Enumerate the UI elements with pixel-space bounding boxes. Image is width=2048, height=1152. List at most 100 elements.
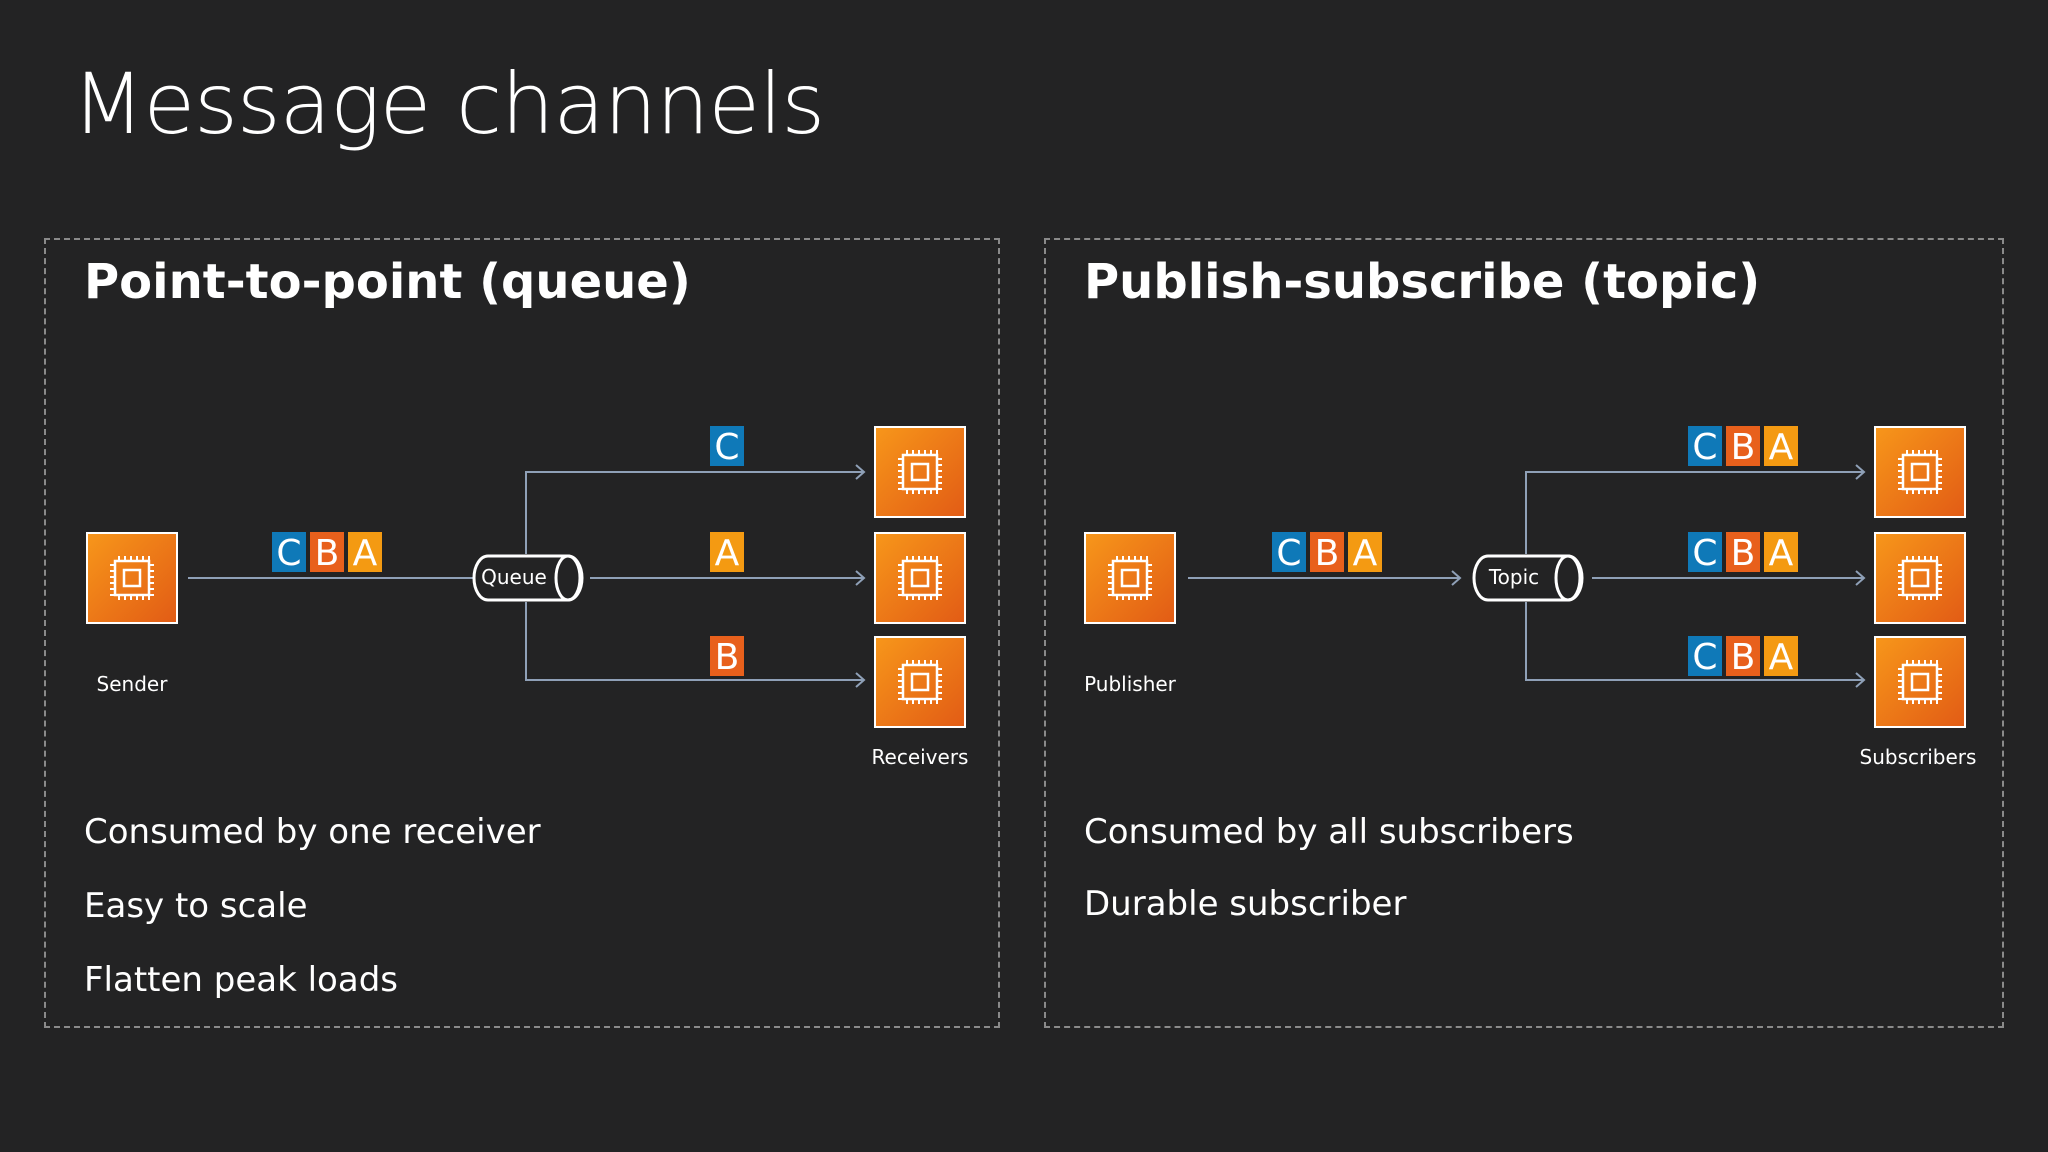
message-tile-c: C — [1688, 426, 1722, 468]
message-tile-a: A — [1764, 532, 1798, 574]
ec2-instance-chip-icon — [874, 532, 966, 624]
message-tile-bg — [710, 532, 744, 572]
bullet-item: Consumed by all subscribers — [1084, 812, 1574, 852]
message-letter: C — [1276, 533, 1301, 574]
ec2-instance-chip-icon — [874, 426, 966, 518]
message-letter: A — [1353, 533, 1378, 574]
sender-instance — [86, 532, 178, 624]
message-tile-bg — [710, 636, 744, 676]
message-tile-bg — [1726, 532, 1760, 572]
message-tile-bg — [1688, 636, 1722, 676]
arrowhead — [1855, 672, 1866, 688]
message-tile-c: C — [1272, 532, 1306, 574]
sender-label: Sender — [97, 672, 169, 696]
subscriber-instance-1 — [1874, 426, 1966, 518]
message-tile-c: C — [710, 426, 744, 468]
ec2-instance-chip-icon — [1084, 532, 1176, 624]
receiver-instance-2 — [874, 532, 966, 624]
bullet-item: Easy to scale — [84, 886, 308, 926]
queue-label: Queue — [481, 565, 547, 589]
topic-to-subscriber-3-line — [1525, 602, 1864, 681]
message-letter: A — [1769, 427, 1794, 468]
message-tile-bg — [1310, 532, 1344, 572]
page-title: Message channels — [72, 55, 825, 153]
cylinder-channel-icon — [472, 554, 584, 602]
message-letter: C — [1692, 637, 1717, 678]
message-tile-bg — [1348, 532, 1382, 572]
receiver-instance-1 — [874, 426, 966, 518]
bullet-item: Consumed by one receiver — [84, 812, 541, 852]
publisher-label: Publisher — [1084, 672, 1177, 696]
ec2-instance-chip-icon — [1874, 636, 1966, 728]
message-letter: C — [1692, 533, 1717, 574]
message-letter: B — [315, 533, 340, 574]
queue-to-receiver-3-line — [525, 602, 864, 681]
message-tile-bg — [272, 532, 306, 572]
bullet-item: Durable subscriber — [1084, 884, 1407, 924]
message-tile-a: A — [1764, 636, 1798, 678]
arrowhead — [855, 672, 866, 688]
queue-to-receiver-1-line — [525, 471, 864, 554]
bullet-item: Flatten peak loads — [84, 960, 398, 1000]
message-tile-bg — [1726, 636, 1760, 676]
cylinder-channel-icon — [1472, 554, 1584, 602]
topic-label: Topic — [1488, 565, 1539, 589]
message-tile-b: B — [1726, 636, 1760, 678]
message-tile-a: A — [1348, 532, 1382, 574]
topic-channel: Topic — [1472, 554, 1584, 602]
publisher-instance — [1084, 532, 1176, 624]
queue-channel: Queue — [472, 554, 584, 602]
message-tile-b: B — [1726, 426, 1760, 468]
message-tile-c: C — [1688, 532, 1722, 574]
message-letter: A — [1769, 637, 1794, 678]
subscribers-label: Subscribers — [1860, 745, 1977, 769]
message-tile-bg — [1726, 426, 1760, 466]
message-letter: A — [1769, 533, 1794, 574]
arrowhead — [1855, 464, 1866, 480]
receiver-2-message: A — [710, 532, 744, 574]
message-tile-a: A — [1764, 426, 1798, 468]
message-tile-b: B — [1310, 532, 1344, 574]
panel-heading: Publish-subscribe (topic) — [1084, 254, 1761, 310]
message-tile-bg — [1764, 426, 1798, 466]
ec2-instance-chip-icon — [1874, 532, 1966, 624]
message-letter: B — [715, 637, 740, 678]
publish-subscribe-panel: Publish-subscribe (topic) Publish — [1044, 238, 2004, 1028]
ec2-instance-chip-icon — [86, 532, 178, 624]
message-letter: C — [714, 427, 739, 468]
message-tile-b: B — [1726, 532, 1760, 574]
panel-heading: Point-to-point (queue) — [84, 254, 691, 310]
message-tile-c: C — [272, 532, 306, 574]
receivers-label: Receivers — [872, 745, 969, 769]
subscriber-instance-2 — [1874, 532, 1966, 624]
message-tile-b: B — [710, 636, 744, 678]
arrowhead — [1451, 570, 1462, 586]
arrowhead — [1855, 570, 1866, 586]
arrowhead — [855, 464, 866, 480]
arrowhead — [855, 570, 866, 586]
receiver-3-message: B — [710, 636, 744, 678]
receiver-1-message: C — [710, 426, 744, 468]
subscriber-instance-3 — [1874, 636, 1966, 728]
message-tile-bg — [1688, 532, 1722, 572]
message-tile-c: C — [1688, 636, 1722, 678]
message-letter: B — [1731, 427, 1756, 468]
message-tile-bg — [1764, 636, 1798, 676]
message-tile-bg — [710, 426, 744, 466]
point-to-point-panel: Point-to-point (queue) Sender — [44, 238, 1000, 1028]
message-letter: A — [715, 533, 740, 574]
message-tile-bg — [348, 532, 382, 572]
message-tile-bg — [1688, 426, 1722, 466]
message-letter: B — [1731, 533, 1756, 574]
connectors — [188, 464, 866, 688]
connectors — [1188, 464, 1866, 688]
message-tile-b: B — [310, 532, 344, 574]
message-tile-a: A — [710, 532, 744, 574]
message-letter: B — [1731, 637, 1756, 678]
message-tile-bg — [310, 532, 344, 572]
